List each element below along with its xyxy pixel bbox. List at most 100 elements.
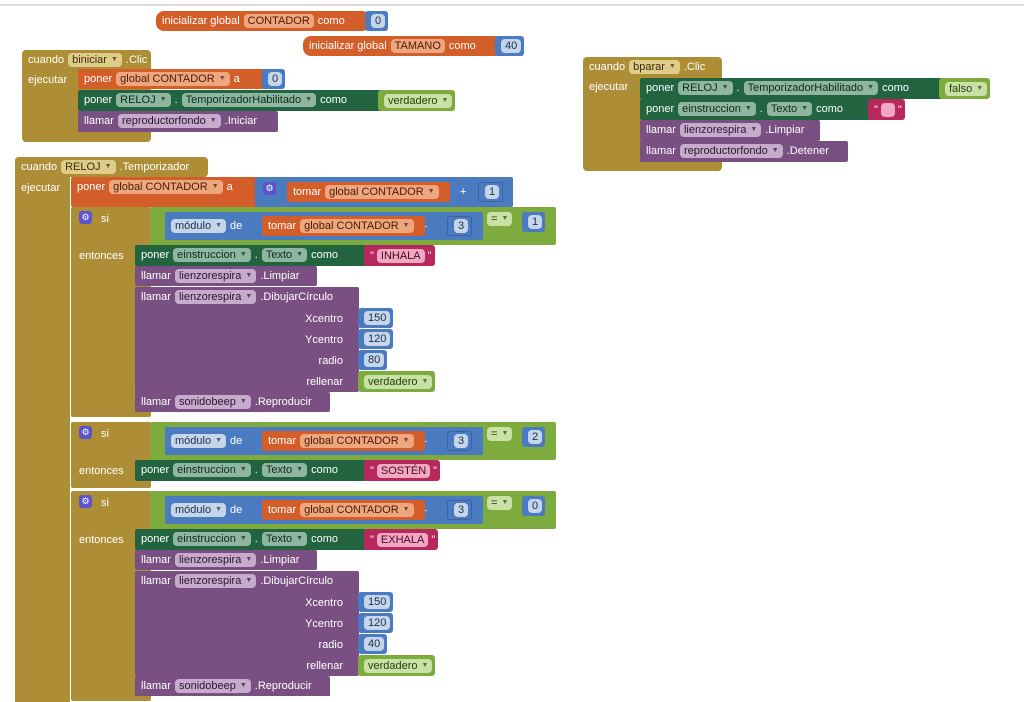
event-reloj-timer[interactable]: [15, 157, 70, 702]
gear-icon[interactable]: ⚙: [263, 182, 276, 195]
number-block[interactable]: 1: [522, 212, 546, 232]
draw-circle-block[interactable]: llamar lienzorespira▼ .DibujarCírculo Xc…: [135, 571, 359, 676]
global-name-field[interactable]: CONTADOR: [243, 14, 314, 28]
property-dropdown[interactable]: TemporizadorHabilitado▼: [743, 81, 879, 95]
get-global-block[interactable]: tomar global CONTADOR▼: [262, 216, 425, 236]
number-block[interactable]: 3: [447, 216, 473, 236]
component-dropdown[interactable]: einstruccion▼: [173, 248, 251, 262]
text-field[interactable]: [880, 102, 895, 117]
component-dropdown[interactable]: biniciar▼: [68, 53, 122, 67]
variable-dropdown[interactable]: global CONTADOR▼: [300, 434, 414, 448]
component-dropdown[interactable]: reproductorfondo▼: [679, 144, 783, 158]
number-block[interactable]: 120: [358, 329, 394, 349]
number-block[interactable]: 0: [365, 11, 389, 31]
set-property-block[interactable]: poner einstruccion▼ . Texto▼ como: [640, 99, 872, 120]
component-dropdown[interactable]: RELOJ▼: [61, 160, 116, 174]
set-property-block[interactable]: poner einstruccion▼ . Texto▼ como: [135, 529, 367, 550]
variable-dropdown[interactable]: global CONTADOR▼: [300, 503, 414, 517]
math-function-dropdown[interactable]: módulo▼: [171, 219, 227, 233]
property-dropdown[interactable]: Texto▼: [766, 102, 813, 116]
gear-icon[interactable]: ⚙: [79, 211, 92, 224]
compare-operator-dropdown[interactable]: =▼: [487, 427, 513, 441]
boolean-block[interactable]: verdadero▼: [378, 90, 456, 111]
set-property-block[interactable]: poner einstruccion▼ . Texto▼ como: [135, 245, 367, 266]
component-dropdown[interactable]: einstruccion▼: [173, 463, 251, 477]
boolean-block[interactable]: verdadero▼: [358, 371, 436, 392]
number-field[interactable]: 150: [364, 595, 391, 609]
text-block[interactable]: " EXHALA ": [364, 529, 439, 550]
variable-dropdown[interactable]: global CONTADOR▼: [116, 72, 230, 86]
compare-operator-dropdown[interactable]: =▼: [487, 496, 513, 510]
draw-circle-block[interactable]: llamar lienzorespira▼ .DibujarCírculo Xc…: [135, 287, 359, 392]
property-dropdown[interactable]: Texto▼: [261, 463, 308, 477]
number-block[interactable]: 3: [447, 431, 473, 451]
call-method-block[interactable]: llamar sonidobeep▼ .Reproducir: [135, 392, 330, 412]
boolean-dropdown[interactable]: verdadero▼: [364, 658, 433, 673]
number-field[interactable]: 3: [454, 503, 469, 517]
number-field[interactable]: 120: [364, 616, 391, 630]
number-field[interactable]: 40: [501, 39, 522, 53]
component-dropdown[interactable]: lienzorespira▼: [174, 290, 257, 304]
global-name-field[interactable]: TAMANO: [390, 39, 445, 53]
gear-icon[interactable]: ⚙: [79, 426, 92, 439]
component-dropdown[interactable]: bparar▼: [629, 60, 680, 74]
math-function-dropdown[interactable]: módulo▼: [171, 434, 227, 448]
set-property-block[interactable]: poner RELOJ▼ . TemporizadorHabilitado▼ c…: [640, 78, 945, 99]
text-block[interactable]: " ": [868, 99, 905, 120]
component-dropdown[interactable]: einstruccion▼: [173, 532, 251, 546]
number-block[interactable]: 3: [447, 500, 473, 520]
set-global-block[interactable]: poner global CONTADOR▼ a: [71, 177, 261, 207]
call-method-block[interactable]: llamar lienzorespira▼ .Limpiar: [135, 550, 317, 570]
set-property-block[interactable]: poner einstruccion▼ . Texto▼ como: [135, 460, 367, 481]
number-field[interactable]: 1: [485, 185, 500, 199]
get-global-block[interactable]: tomar global CONTADOR▼: [262, 500, 425, 520]
number-block[interactable]: 40: [495, 36, 525, 56]
number-field[interactable]: 0: [371, 14, 386, 28]
global-init-contador-block[interactable]: inicializar global CONTADOR como: [156, 11, 370, 31]
call-method-block[interactable]: llamar lienzorespira▼ .Limpiar: [640, 120, 820, 141]
call-method-block[interactable]: llamar reproductorfondo▼ .Iniciar: [78, 111, 278, 132]
call-method-block[interactable]: llamar sonidobeep▼ .Reproducir: [135, 676, 330, 696]
number-block[interactable]: 80: [358, 350, 388, 370]
property-dropdown[interactable]: TemporizadorHabilitado▼: [181, 93, 317, 107]
property-dropdown[interactable]: Texto▼: [261, 532, 308, 546]
number-field[interactable]: 0: [528, 499, 543, 513]
number-field[interactable]: 3: [454, 434, 469, 448]
set-global-block[interactable]: poner global CONTADOR▼ a: [78, 69, 268, 89]
number-field[interactable]: 1: [528, 215, 543, 229]
number-field[interactable]: 120: [364, 332, 391, 346]
call-method-block[interactable]: llamar lienzorespira▼ .Limpiar: [135, 266, 317, 286]
boolean-dropdown[interactable]: verdadero▼: [364, 374, 433, 389]
gear-icon[interactable]: ⚙: [79, 495, 92, 508]
number-block[interactable]: 1: [478, 182, 504, 202]
component-dropdown[interactable]: lienzorespira▼: [174, 269, 257, 283]
number-field[interactable]: 0: [268, 72, 283, 86]
component-dropdown[interactable]: lienzorespira▼: [679, 123, 762, 137]
number-field[interactable]: 40: [364, 637, 385, 651]
number-field[interactable]: 80: [364, 353, 385, 367]
set-property-block[interactable]: poner RELOJ▼ . TemporizadorHabilitado▼ c…: [78, 90, 383, 111]
number-field[interactable]: 150: [364, 311, 391, 325]
text-block[interactable]: " SOSTÉN ": [364, 460, 441, 481]
number-block[interactable]: 0: [522, 496, 546, 516]
call-method-block[interactable]: llamar reproductorfondo▼ .Detener: [640, 141, 848, 162]
number-block[interactable]: 0: [262, 69, 286, 89]
component-dropdown[interactable]: RELOJ▼: [116, 93, 171, 107]
number-block[interactable]: 150: [358, 592, 394, 612]
text-field[interactable]: INHALA: [376, 248, 425, 263]
component-dropdown[interactable]: lienzorespira▼: [174, 553, 257, 567]
component-dropdown[interactable]: RELOJ▼: [678, 81, 733, 95]
variable-dropdown[interactable]: global CONTADOR▼: [300, 219, 414, 233]
text-field[interactable]: SOSTÉN: [376, 463, 431, 478]
math-function-dropdown[interactable]: módulo▼: [171, 503, 227, 517]
property-dropdown[interactable]: Texto▼: [261, 248, 308, 262]
get-global-block[interactable]: tomar global CONTADOR▼: [262, 431, 425, 451]
variable-dropdown[interactable]: global CONTADOR▼: [109, 180, 223, 194]
component-dropdown[interactable]: reproductorfondo▼: [117, 114, 221, 128]
component-dropdown[interactable]: sonidobeep▼: [174, 679, 251, 693]
boolean-dropdown[interactable]: falso▼: [945, 81, 988, 96]
text-block[interactable]: " INHALA ": [364, 245, 435, 266]
number-field[interactable]: 3: [454, 219, 469, 233]
number-block[interactable]: 40: [358, 634, 388, 654]
variable-dropdown[interactable]: global CONTADOR▼: [325, 185, 439, 199]
